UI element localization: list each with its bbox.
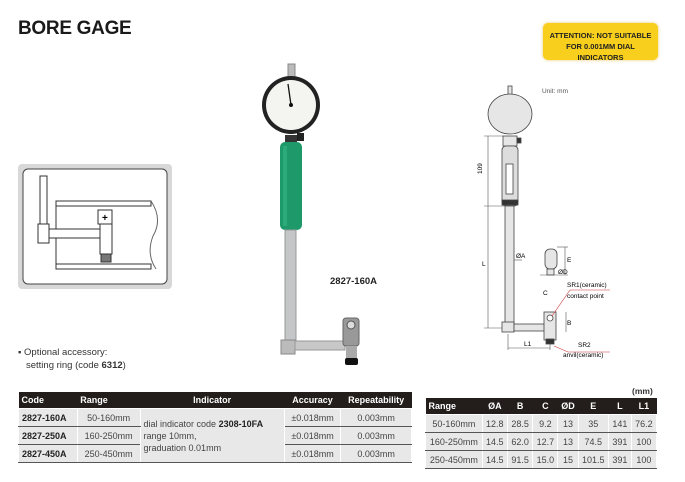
- col-accuracy: Accuracy: [284, 392, 341, 409]
- indicator-text: dial indicator code: [143, 418, 219, 429]
- dim-a: ØA: [516, 253, 526, 260]
- cell-range: 160-250mm: [76, 426, 141, 445]
- dim-cell: 76.2: [630, 414, 658, 433]
- dim-cell: 74.5: [577, 432, 609, 451]
- col-range: Range: [77, 392, 141, 409]
- dim-cell: 250-450mm: [425, 450, 483, 469]
- dim-l1: L1: [524, 341, 532, 348]
- dim-c: C: [543, 290, 548, 297]
- col-repeatability: Repeatability: [340, 392, 412, 409]
- cell-range: 250-450mm: [76, 444, 141, 463]
- spec-table: Code Range Indicator Accuracy Repeatabil…: [18, 392, 412, 463]
- attention-badge: ATTENTION: NOT SUITABLE FOR 0.001MM DIAL…: [543, 23, 658, 62]
- cell-indicator: dial indicator code 2308-10FA range 10mm…: [139, 408, 285, 463]
- dim-cell: 15.0: [532, 450, 559, 469]
- dim-cell: 50-160mm: [425, 414, 483, 433]
- usage-illustration: +: [18, 164, 172, 289]
- dim-col-header: E: [578, 398, 609, 415]
- cell-code: 2827-160A: [18, 408, 78, 427]
- indicator-graduation: graduation 0.01mm: [143, 442, 222, 453]
- dim-table-unit: (mm): [632, 386, 653, 396]
- dim-col-header: B: [507, 398, 533, 415]
- col-indicator: Indicator: [140, 392, 285, 409]
- dim-cell: 160-250mm: [425, 432, 483, 451]
- dim-cell: 100: [630, 432, 658, 451]
- dim-cell: 391: [607, 450, 632, 469]
- cell-repeatability: 0.003mm: [340, 426, 412, 445]
- dim-b: B: [567, 320, 571, 327]
- dim-col-header: Range: [425, 398, 483, 415]
- table-row: 2827-160A 50-160mm dial indicator code 2…: [18, 408, 412, 463]
- accessory-code: 6312: [101, 360, 123, 371]
- cell-accuracy: ±0.018mm: [283, 444, 342, 463]
- accessory-line1: Optional accessory:: [24, 347, 108, 358]
- page-title: BORE GAGE: [18, 18, 132, 39]
- dim-cell: 12.7: [532, 432, 559, 451]
- dim-col-header: L: [608, 398, 632, 415]
- dim-cell: 101.5: [577, 450, 609, 469]
- dim-cell: 28.5: [506, 414, 534, 433]
- dim-l: L: [482, 261, 486, 268]
- contact-point-label: contact point: [567, 293, 604, 300]
- dim-cell: 35: [577, 414, 609, 433]
- sr1-label: SR1(ceramic): [567, 282, 607, 289]
- dim-cell: 100: [630, 450, 658, 469]
- cell-range: 50-160mm: [76, 408, 141, 427]
- dim-cell: 91.5: [506, 450, 534, 469]
- cell-accuracy: ±0.018mm: [283, 426, 342, 445]
- dim-cell: 15: [557, 450, 579, 469]
- sr2-label: SR2: [578, 342, 591, 349]
- dim-cell: 13: [557, 414, 579, 433]
- anvil-label: anvil(ceramic): [563, 352, 603, 359]
- col-code: Code: [18, 392, 78, 409]
- dim-cell: 12.8: [481, 414, 508, 433]
- dim-cell: 141: [607, 414, 632, 433]
- dim-col-header: L1: [631, 398, 657, 415]
- dim-cell: 9.2: [532, 414, 559, 433]
- technical-drawing: 109 L ØA E ØD C B L1 SR1(ceramic) contac…: [477, 85, 610, 359]
- accessory-suffix: ): [122, 360, 126, 371]
- attention-line1: ATTENTION: NOT SUITABLE: [549, 31, 652, 40]
- cell-accuracy: ±0.018mm: [283, 408, 342, 427]
- spec-header-row: Code Range Indicator Accuracy Repeatabil…: [18, 392, 412, 409]
- dim-col-header: ØD: [557, 398, 579, 415]
- cell-code: 2827-450A: [18, 444, 78, 463]
- dim-cell: 14.5: [481, 432, 508, 451]
- dim-109: 109: [477, 163, 484, 174]
- dim-col-header: C: [532, 398, 558, 415]
- unit-label: Unit: mm: [542, 88, 568, 95]
- product-model-label: 2827-160A: [330, 276, 378, 287]
- dim-cell: 13: [557, 432, 579, 451]
- dim-e: E: [567, 257, 572, 264]
- dim-cell: 14.5: [481, 450, 508, 469]
- cell-repeatability: 0.003mm: [340, 444, 412, 463]
- attention-line2: FOR 0.001MM DIAL INDICATORS: [566, 42, 635, 62]
- svg-text:+: +: [102, 213, 108, 224]
- accessory-text: setting ring (code: [26, 360, 102, 371]
- dim-cell: 62.0: [506, 432, 534, 451]
- cell-code: 2827-250A: [18, 426, 78, 445]
- indicator-code: 2308-10FA: [218, 418, 264, 429]
- dim-col-header: ØA: [482, 398, 508, 415]
- cell-repeatability: 0.003mm: [340, 408, 412, 427]
- bore-gage-photo: [262, 63, 360, 365]
- dim-cell: 391: [607, 432, 632, 451]
- dim-d: ØD: [558, 269, 568, 276]
- table-row: 2827-450A 250-450mm ±0.018mm 0.003mm: [18, 444, 412, 463]
- optional-accessory-note: ▪ Optional accessory: setting ring (code…: [18, 347, 126, 371]
- indicator-range: range 10mm,: [143, 430, 197, 441]
